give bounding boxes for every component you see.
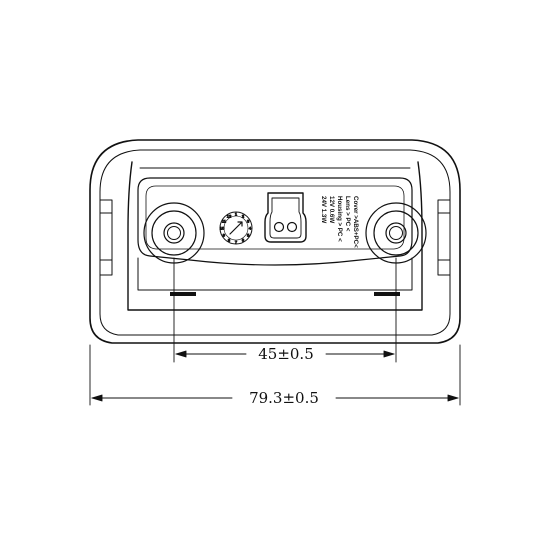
dial-digit: 5 [247, 232, 250, 237]
dial-digit: 4 [249, 225, 252, 230]
inner-cover [137, 177, 413, 291]
dial-digit: 12 [227, 213, 232, 218]
dial-digit: 11 [222, 218, 227, 223]
label-line-5: 24V 1.3W [320, 196, 327, 223]
label-line-4: 12V 0.6W [328, 196, 335, 223]
dial-digit: 10 [220, 225, 225, 230]
hole-spacing-text: 45±0.5 [258, 345, 314, 363]
overall-width-text: 79.3±0.5 [249, 389, 319, 407]
label-line-1: Cover >ABS+PC< [352, 196, 359, 248]
label-line-2: Lens > PC < [344, 196, 351, 232]
dial-digit: 2 [242, 213, 245, 218]
dial-digit: 6 [242, 238, 245, 243]
right-clip [437, 199, 451, 276]
dial-digit: 9 [223, 232, 226, 237]
dial-digit: 8 [228, 238, 231, 243]
left-clip [99, 199, 113, 276]
right-screw-boss [365, 202, 427, 264]
dial-digit: 1 [235, 211, 238, 216]
bottom-foot-right [374, 292, 400, 296]
outer-housing [89, 139, 461, 344]
bottom-foot-left [170, 292, 196, 296]
label-line-3: Housing > PC < [336, 196, 343, 242]
dial-digit: 7 [235, 239, 238, 244]
dimension-overall-width [89, 344, 461, 406]
connector-socket [264, 192, 307, 243]
dial-digit: 3 [247, 218, 250, 223]
dimension-hole-spacing [173, 257, 397, 363]
date-code-dial [219, 211, 253, 245]
left-screw-boss [143, 202, 205, 264]
product-label: Cover >ABS+PC< Lens > PC < Housing > PC … [320, 196, 359, 248]
